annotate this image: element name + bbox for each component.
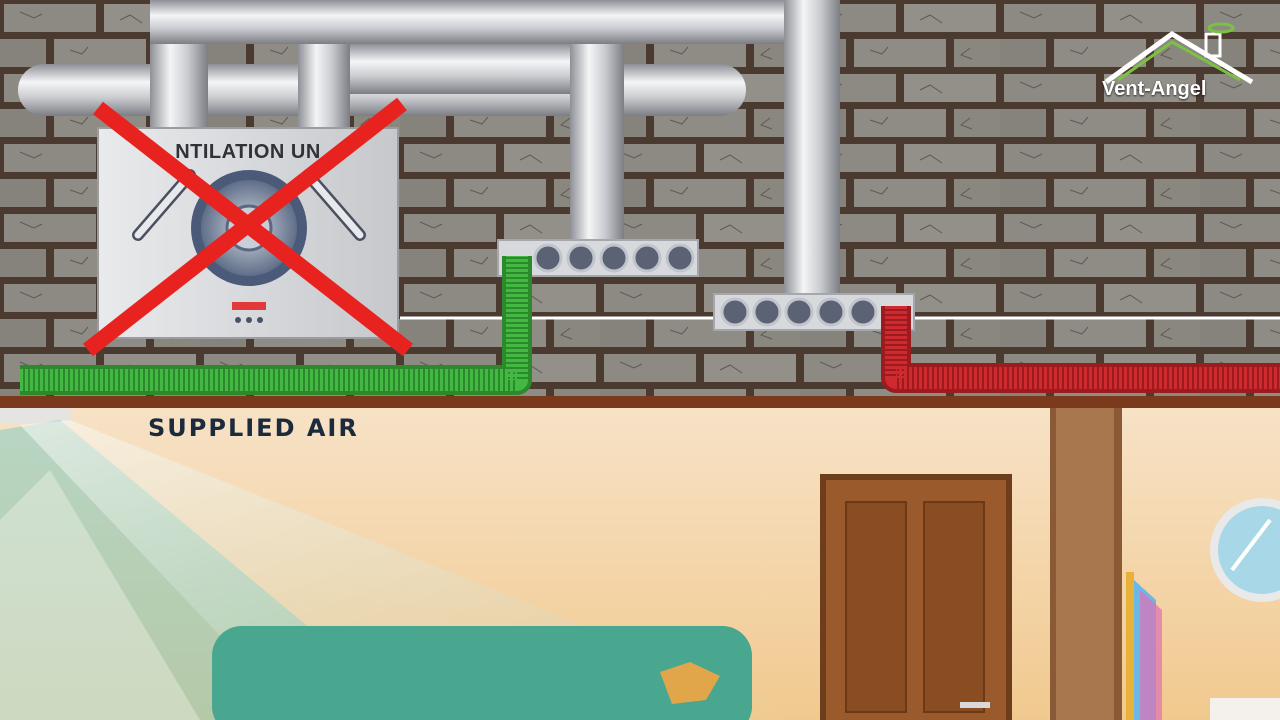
brand-name: Vent-Angel — [1102, 78, 1207, 100]
sink — [1210, 698, 1280, 720]
chimney-icon — [1204, 32, 1222, 58]
halo-icon — [1207, 22, 1235, 34]
supplied-air-caption: SUPPLIED AIR — [148, 414, 359, 442]
ceiling-beam — [0, 396, 1280, 408]
manifold-right — [713, 293, 915, 331]
sofa — [212, 626, 752, 720]
unit-title: NTILATION UN — [175, 141, 321, 163]
cross-out-icon — [83, 97, 413, 357]
door — [820, 474, 1012, 720]
cushion — [660, 662, 720, 704]
display-indicator — [232, 302, 266, 310]
mirror — [1210, 498, 1280, 602]
supply-vent — [0, 408, 72, 424]
vent-angel-logo — [1104, 22, 1254, 85]
silver-ducts — [18, 0, 840, 300]
door-handle — [960, 702, 990, 708]
towel — [1126, 572, 1162, 720]
